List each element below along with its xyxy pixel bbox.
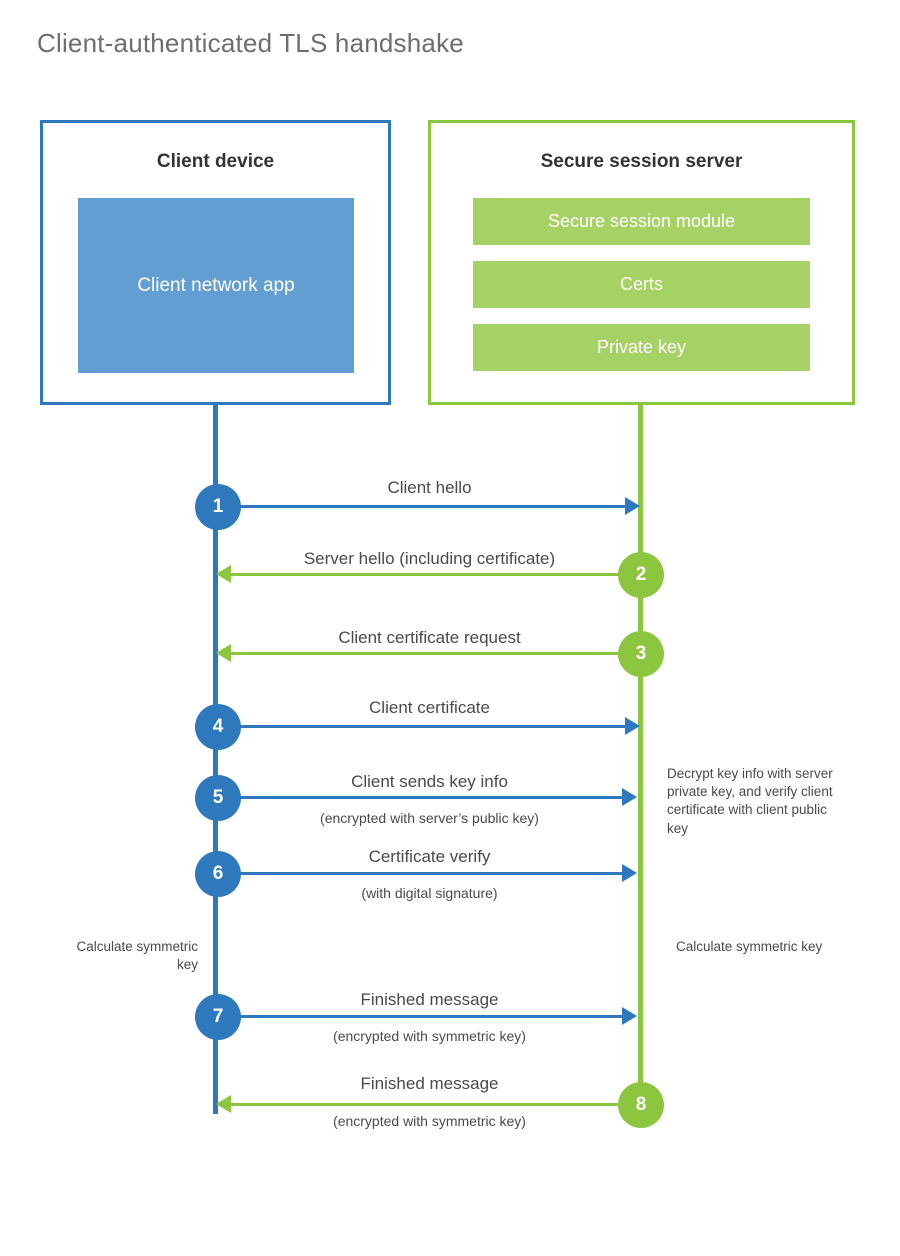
step-8-label: Finished message bbox=[360, 1074, 499, 1093]
step-8-sublabel: (encrypted with symmetric key) bbox=[333, 1113, 526, 1129]
step-7-badge: 7 bbox=[195, 994, 241, 1040]
step-8-badge: 8 bbox=[618, 1082, 664, 1128]
step-5-sublabel: (encrypted with server’s public key) bbox=[320, 810, 539, 826]
secure-session-server-box: Secure session server Secure session mod… bbox=[428, 120, 855, 405]
server-lifeline bbox=[638, 402, 643, 1104]
page-title: Client-authenticated TLS handshake bbox=[37, 28, 464, 58]
step-8-arrow-line bbox=[231, 1103, 641, 1106]
client-lifeline bbox=[213, 402, 218, 1114]
server-component-secure-session-module: Secure session module bbox=[473, 198, 810, 245]
client-device-box: Client device Client network app bbox=[40, 120, 391, 405]
step-1-arrow-line bbox=[218, 505, 625, 508]
step-6-badge: 6 bbox=[195, 851, 241, 897]
client-network-app-block: Client network app bbox=[78, 198, 354, 373]
step-2-badge: 2 bbox=[618, 552, 664, 598]
step-5-arrow-head-icon bbox=[622, 788, 637, 806]
step-6-sublabel: (with digital signature) bbox=[361, 885, 498, 901]
step-2-label: Server hello (including certificate) bbox=[303, 549, 556, 568]
step-4-arrow-line bbox=[218, 725, 625, 728]
client-calculate-symmetric-key-note: Calculate symmetric key bbox=[76, 939, 198, 973]
step-6-label: Certificate verify bbox=[368, 847, 491, 866]
step-4-arrow-head-icon bbox=[625, 717, 640, 735]
step-4-badge: 4 bbox=[195, 704, 241, 750]
step-1-label: Client hello bbox=[387, 478, 472, 497]
client-device-title: Client device bbox=[156, 151, 275, 172]
server-calculate-symmetric-key-note: Calculate symmetric key bbox=[676, 939, 823, 954]
step-1-badge: 1 bbox=[195, 484, 241, 530]
step-7-label: Finished message bbox=[360, 990, 499, 1009]
server-component-certs: Certs bbox=[473, 261, 810, 308]
step-2-arrow-head-icon bbox=[216, 565, 231, 583]
step-3-badge: 3 bbox=[618, 631, 664, 677]
step-3-label: Client certificate request bbox=[338, 628, 521, 647]
server-decrypt-note: Decrypt key info with server private key… bbox=[667, 766, 833, 836]
step-5-arrow-line bbox=[218, 796, 622, 799]
step-5-label: Client sends key info bbox=[351, 772, 508, 791]
step-7-sublabel: (encrypted with symmetric key) bbox=[333, 1028, 526, 1044]
step-5-badge: 5 bbox=[195, 775, 241, 821]
step-3-arrow-line bbox=[231, 652, 641, 655]
secure-session-server-title: Secure session server bbox=[540, 151, 743, 172]
step-3-arrow-head-icon bbox=[216, 644, 231, 662]
step-6-arrow-head-icon bbox=[622, 864, 637, 882]
server-component-private-key: Private key bbox=[473, 324, 810, 371]
step-8-arrow-head-icon bbox=[216, 1095, 231, 1113]
step-6-arrow-line bbox=[218, 872, 622, 875]
step-1-arrow-head-icon bbox=[625, 497, 640, 515]
step-2-arrow-line bbox=[231, 573, 641, 576]
step-7-arrow-head-icon bbox=[622, 1007, 637, 1025]
step-7-arrow-line bbox=[218, 1015, 622, 1018]
step-4-label: Client certificate bbox=[369, 698, 490, 717]
